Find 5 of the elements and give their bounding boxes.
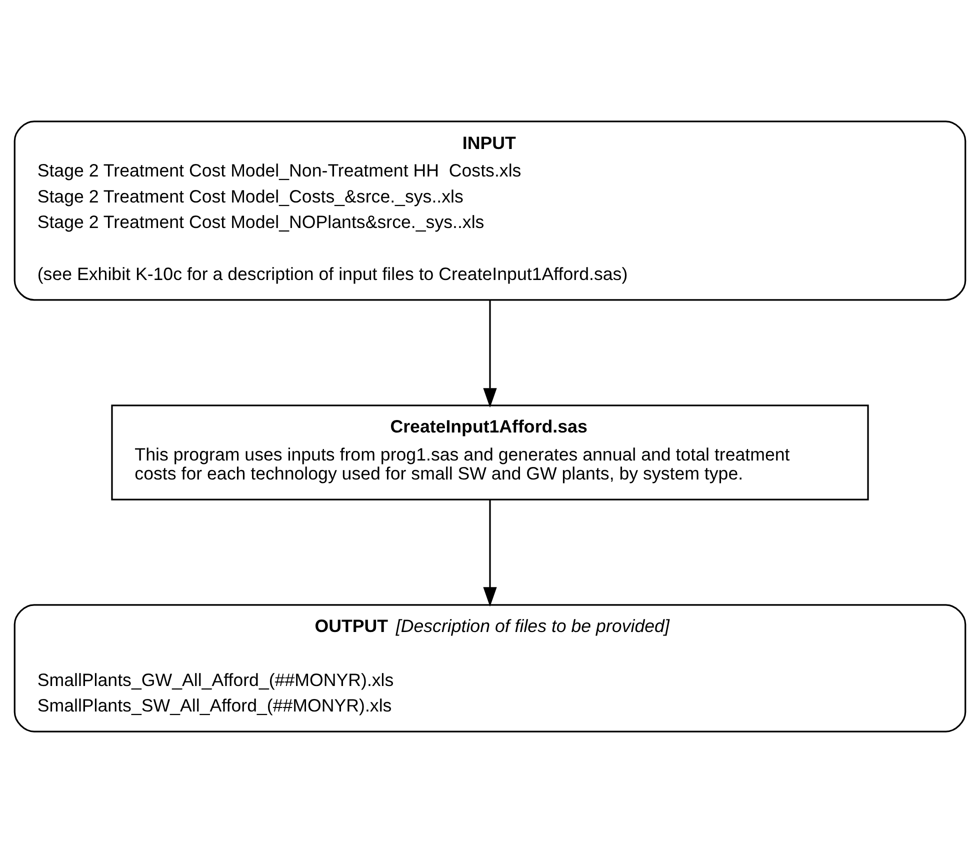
node-box: INPUT Stage 2 Treatment Cost Model_Non-Treatment HH Costs.xls Stage 2 Treatment Cost Model_Costs_&srce._sys..xls Stage 2 Treatment Cost Model_NOPlants&srce._sys..xls (see Exhibit K-10c for a description of input files to CreateInput1Afford.sas) <box>14 120 966 300</box>
arrow <box>483 499 497 606</box>
arrow <box>483 300 497 408</box>
node-box: OUTPUT [Description of files to be provided] SmallPlants_GW_All_Afford_(##MONYR).xls SmallPlants_SW_All_Afford_(##MONYR).xls <box>14 604 966 732</box>
node-box: CreateInput1Afford.sas This program uses inputs from prog1.sas and generates annual and total treatment costs for each technology used for small SW and GW plants, by system type. <box>111 404 869 500</box>
